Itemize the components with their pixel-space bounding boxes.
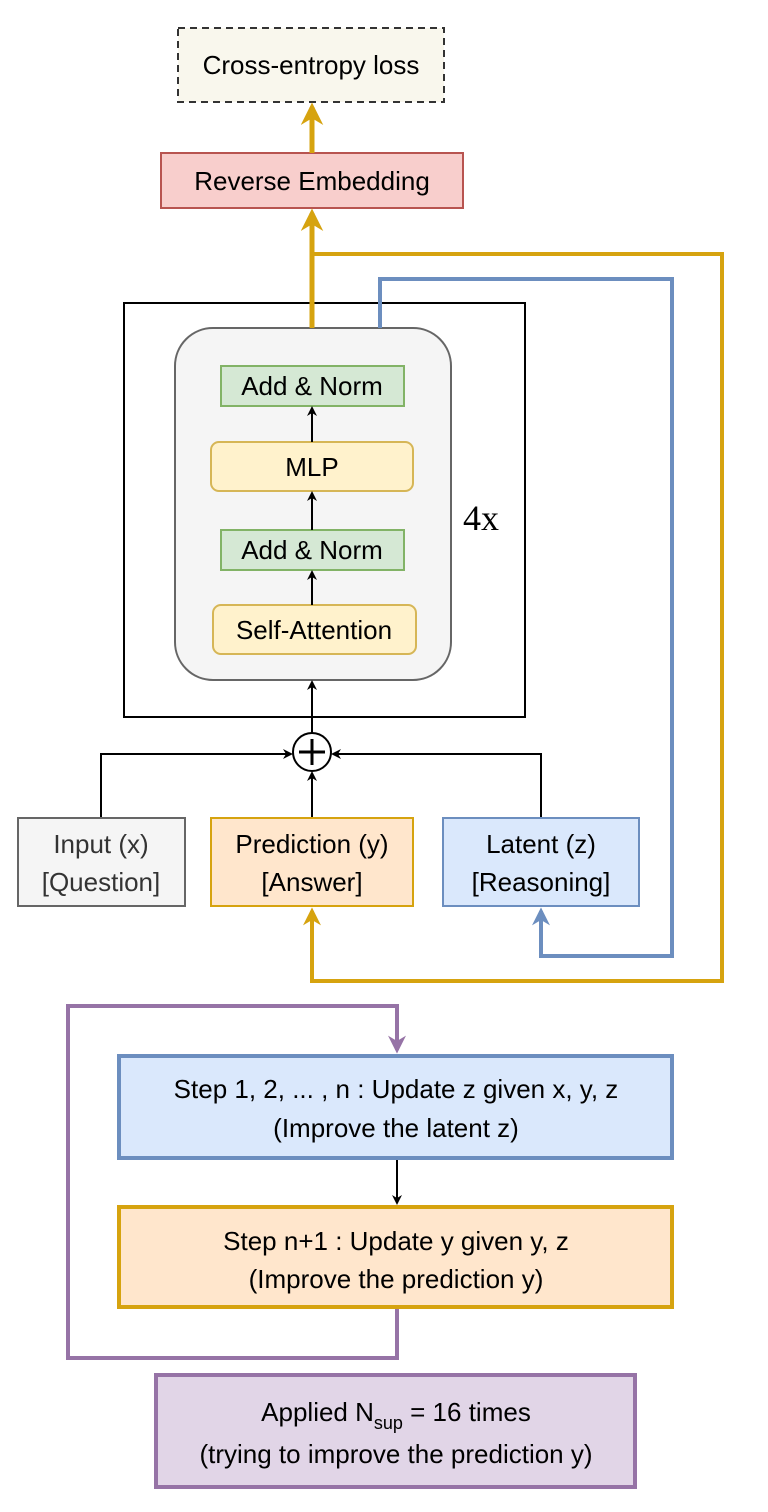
- sum-node: [292, 732, 332, 772]
- applied-times-label: Applied Nsup = 16 times: [261, 1397, 531, 1433]
- mlp-label: MLP: [285, 452, 338, 482]
- step-update-prediction-node: Step n+1 : Update y given y, z (Improve …: [117, 1205, 674, 1309]
- prediction-node: Prediction (y) [Answer]: [210, 817, 414, 907]
- step-update-prediction-label: Step n+1 : Update y given y, z: [223, 1226, 569, 1256]
- cross-entropy-loss-label: Cross-entropy loss: [203, 50, 420, 80]
- repeat-count-label: 4x: [463, 498, 499, 538]
- applied-times-node: Applied Nsup = 16 times (trying to impro…: [154, 1373, 637, 1489]
- recursion-loop: [66, 1004, 406, 1360]
- applied-times-sublabel: (trying to improve the prediction y): [199, 1439, 592, 1469]
- latent-node: Latent (z) [Reasoning]: [442, 817, 640, 907]
- step-update-latent-label: Step 1, 2, ... , n : Update z given x, y…: [174, 1074, 619, 1104]
- cross-entropy-loss-node: Cross-entropy loss: [177, 27, 445, 103]
- add-norm-bottom-node: Add & Norm: [220, 529, 405, 571]
- latent-sublabel: [Reasoning]: [472, 867, 611, 897]
- prediction-label: Prediction (y): [235, 829, 388, 859]
- prediction-feedback-loop: [303, 252, 724, 983]
- reverse-embedding-label: Reverse Embedding: [194, 166, 430, 196]
- input-sublabel: [Question]: [42, 867, 161, 897]
- latent-feedback-loop: [378, 277, 674, 958]
- applied-prefix: Applied N: [261, 1397, 374, 1427]
- latent-label: Latent (z): [486, 829, 596, 859]
- add-norm-top-label: Add & Norm: [241, 371, 383, 401]
- arrow-latent-to-sum: [331, 749, 542, 818]
- arrow-input-to-sum: [100, 749, 293, 818]
- input-label: Input (x): [53, 829, 148, 859]
- mlp-node: MLP: [210, 441, 414, 492]
- applied-subscript: sup: [374, 1413, 403, 1433]
- prediction-sublabel: [Answer]: [261, 867, 362, 897]
- add-norm-bottom-label: Add & Norm: [241, 535, 383, 565]
- self-attention-node: Self-Attention: [212, 604, 417, 655]
- applied-suffix: = 16 times: [403, 1397, 531, 1427]
- reverse-embedding-node: Reverse Embedding: [160, 152, 464, 209]
- step-update-prediction-sublabel: (Improve the prediction y): [249, 1264, 544, 1294]
- add-norm-top-node: Add & Norm: [220, 365, 405, 407]
- self-attention-label: Self-Attention: [236, 615, 392, 645]
- step-update-latent-sublabel: (Improve the latent z): [273, 1113, 519, 1143]
- input-node: Input (x) [Question]: [17, 817, 186, 907]
- step-update-latent-node: Step 1, 2, ... , n : Update z given x, y…: [117, 1054, 674, 1160]
